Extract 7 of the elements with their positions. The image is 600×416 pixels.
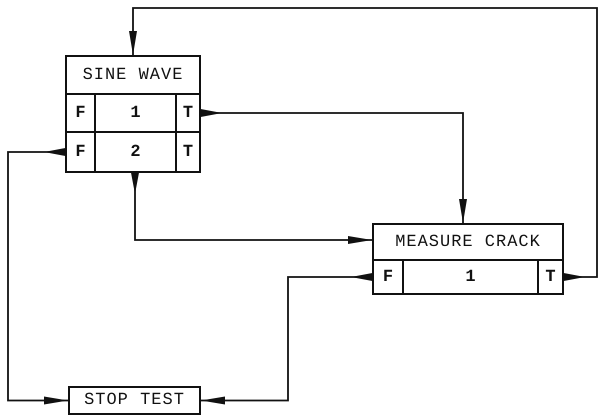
arrow (7, 148, 68, 404)
arrow (129, 7, 598, 282)
process-box (372, 223, 564, 295)
box-title: SINE WAVE (82, 65, 184, 87)
process-box (65, 55, 201, 173)
box-title: MEASURE CRACK (394, 232, 542, 254)
process-box: STOP TEST (68, 386, 201, 415)
